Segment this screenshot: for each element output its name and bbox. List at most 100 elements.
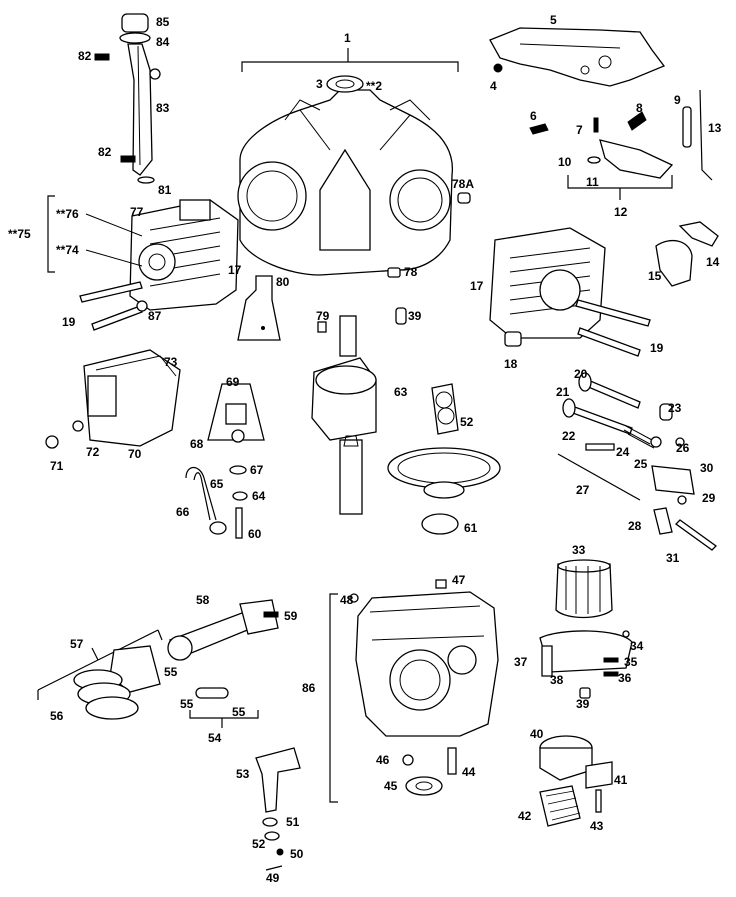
adjust-screw-31 <box>675 519 717 551</box>
con-rod-cap <box>239 599 279 635</box>
rocker-cover-assembly <box>45 349 181 449</box>
cylinder-head-right <box>489 227 651 357</box>
control-bracket-5 <box>489 27 666 87</box>
label-40: 40 <box>530 727 544 741</box>
head-bolt-19-right-a <box>575 299 651 327</box>
label-69: 69 <box>226 375 240 389</box>
dowel-47 <box>435 579 447 589</box>
crankcase-block-1 <box>237 75 471 278</box>
label-81: 81 <box>158 183 172 197</box>
label-1: 1 <box>344 31 351 45</box>
label-54: 54 <box>208 731 222 745</box>
label-43: 43 <box>590 819 604 833</box>
label-75: **75 <box>8 227 31 241</box>
label-4: 4 <box>490 79 497 93</box>
breather-assembly <box>185 383 265 539</box>
breather-fitting-68 <box>231 429 245 443</box>
screw-82-bottom <box>120 155 136 163</box>
push-rod-27 <box>557 453 641 501</box>
label-85: 85 <box>156 15 170 29</box>
rocker-cover-70 <box>83 349 181 447</box>
label-84: 84 <box>156 35 170 49</box>
label-58: 58 <box>196 593 210 607</box>
rocker-cover-gasket-73 <box>87 375 117 417</box>
label-57: 57 <box>70 637 84 651</box>
washer-87 <box>136 300 148 312</box>
washer-10 <box>587 156 601 164</box>
piston-pin <box>195 687 229 699</box>
label-5: 5 <box>550 13 557 27</box>
screw-7 <box>593 117 599 133</box>
oil-filter-assembly <box>539 559 633 699</box>
head-bolt-19-right-b <box>577 327 641 357</box>
oil-seal-3 <box>326 75 364 93</box>
gear-hub <box>423 481 465 499</box>
label-20: 20 <box>574 367 588 381</box>
valve-head-21 <box>562 398 576 418</box>
label-73: 73 <box>164 355 178 369</box>
spring-6 <box>529 123 549 135</box>
filter-adapter-38 <box>539 630 633 673</box>
tube-bracket-hole <box>149 68 161 80</box>
label-26: 26 <box>676 441 690 455</box>
label-60: 60 <box>248 527 262 541</box>
screw-36 <box>603 671 619 677</box>
label-29: 29 <box>702 491 716 505</box>
label-72: 72 <box>86 445 100 459</box>
pickup-screen-42 <box>539 785 581 827</box>
label-82-top: 82 <box>78 49 92 63</box>
label-56: 56 <box>50 709 64 723</box>
governor-link-13 <box>699 89 713 181</box>
breather-window <box>225 403 247 425</box>
baffle-area <box>237 275 407 341</box>
label-19-right: 19 <box>650 341 664 355</box>
bolt-44 <box>447 747 457 775</box>
control-bracket-assembly <box>489 27 713 200</box>
plug-boot-15 <box>655 239 693 287</box>
pin-50 <box>276 848 284 856</box>
nut-4 <box>493 63 503 73</box>
crankcase-cover-86 <box>329 579 499 803</box>
o-ring-84 <box>119 32 151 44</box>
label-37: 37 <box>514 655 528 669</box>
label-23: 23 <box>668 401 682 415</box>
valve-spring-24 <box>623 425 655 449</box>
valve-20 <box>585 379 641 409</box>
label-51: 51 <box>286 815 300 829</box>
fitting-34 <box>622 630 630 638</box>
label-53: 53 <box>236 767 250 781</box>
plug-39-bottom <box>579 687 591 699</box>
oil-pump-assembly <box>539 735 613 827</box>
piston-ring-56-c <box>85 696 139 720</box>
label-61: 61 <box>464 521 478 535</box>
label-52-lower: 52 <box>252 837 266 851</box>
label-48: 48 <box>340 593 354 607</box>
label-21: 21 <box>556 385 570 399</box>
cylinder-head-left <box>47 195 239 331</box>
label-10: 10 <box>558 155 572 169</box>
label-79: 79 <box>316 309 330 323</box>
label-46: 46 <box>376 753 390 767</box>
breather-hose-66 <box>185 466 217 521</box>
seal-18 <box>504 331 522 347</box>
rocker-arm-30 <box>651 465 695 495</box>
label-44: 44 <box>462 765 476 779</box>
dipstick-tube-assembly <box>94 13 161 184</box>
label-36: 36 <box>618 671 632 685</box>
cam-shaft <box>431 383 459 435</box>
pump-cover-41 <box>585 761 613 789</box>
label-39-bottom: 39 <box>576 697 590 711</box>
tappet-22 <box>585 443 615 451</box>
adapter-gasket-37 <box>541 645 553 677</box>
label-55-pin-left: 55 <box>180 697 194 711</box>
label-83: 83 <box>156 101 170 115</box>
label-78a: 78A <box>452 177 474 191</box>
hose-clamp <box>209 521 227 535</box>
screw-82-top <box>94 53 110 61</box>
label-7: 7 <box>576 123 583 137</box>
screw-35 <box>603 657 619 663</box>
spring-8 <box>627 111 647 131</box>
label-55-piston: 55 <box>164 665 178 679</box>
dowel-78 <box>387 267 401 278</box>
label-31: 31 <box>666 551 680 565</box>
